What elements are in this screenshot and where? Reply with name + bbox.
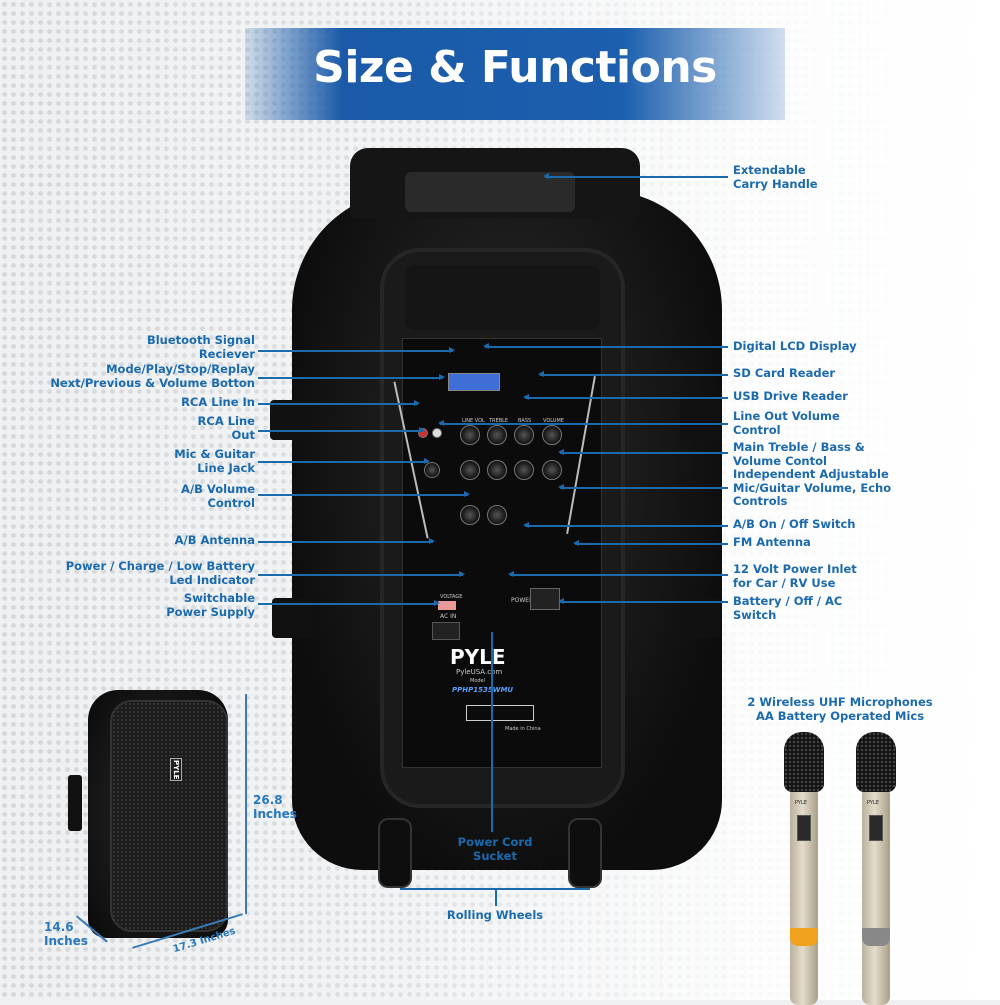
knob-treble: [487, 425, 507, 445]
label-sd-card: SD Card Reader: [733, 366, 836, 380]
voltage-label: VOLTAGE: [440, 594, 463, 600]
pointer-line: [538, 371, 728, 377]
pointer-line: [258, 458, 430, 464]
ac-in-label: AC IN: [440, 613, 457, 620]
mini-speaker-handle: [68, 775, 82, 831]
knob-label: BASS: [518, 418, 532, 424]
handle-grip: [405, 172, 575, 212]
power-switch: [530, 588, 560, 610]
label-ab-antenna: A/B Antenna: [174, 533, 255, 547]
rca-jack-white: [432, 428, 442, 438]
warning-label: [466, 705, 534, 721]
knob-label: LINE VOL: [462, 418, 485, 424]
label-lcd: Digital LCD Display: [733, 339, 857, 353]
lcd-display: [448, 373, 500, 391]
voltage-switch: [438, 601, 456, 610]
microphone-1-cap: [790, 928, 818, 946]
title-banner: [245, 28, 785, 120]
pointer-line: [438, 420, 728, 426]
made-in: Made in China: [505, 726, 541, 732]
pointer-line: [508, 571, 728, 577]
pointer-line: [523, 522, 728, 528]
knob-line-vol: [460, 425, 480, 445]
knob-b-vol: [487, 505, 507, 525]
knob-rev: [542, 460, 562, 480]
pointer-line: [258, 374, 445, 380]
knob-mic-vol: [460, 460, 480, 480]
microphone-2-brand: PYLE: [867, 800, 879, 806]
control-panel: [402, 338, 602, 768]
pointer-line: [258, 400, 420, 406]
label-ab-switch: A/B On / Off Switch: [733, 517, 856, 531]
label-usb: USB Drive Reader: [733, 389, 848, 403]
microphone-1-display: [797, 815, 811, 841]
page-title: Size & Functions: [313, 42, 717, 93]
mini-speaker-grille: [110, 700, 228, 932]
pointer-line: [258, 347, 455, 353]
pointer-line: [258, 538, 435, 544]
label-treble-bass: Main Treble / Bass &Volume Contol: [733, 440, 865, 468]
microphone-2-head: [856, 732, 896, 792]
pointer-line: [573, 540, 728, 546]
knob-echo-2: [514, 460, 534, 480]
knob-bass: [514, 425, 534, 445]
knob-echo: [487, 460, 507, 480]
knob-label: TREBLE: [489, 418, 509, 424]
pointer-line: [258, 571, 465, 577]
pointer-line: [523, 394, 728, 400]
label-rca-in: RCA Line In: [181, 395, 255, 409]
pointer-line: [258, 427, 425, 433]
side-bracket-right: [680, 598, 720, 638]
brand-logo: PYLE: [450, 645, 506, 669]
height-dimension-line: [245, 694, 247, 914]
ac-inlet: [432, 622, 460, 640]
model-label: Model: [470, 678, 486, 684]
power-label: POWER: [511, 597, 534, 604]
wheels-pointer: [495, 888, 497, 906]
knob-label: VOLUME: [543, 418, 564, 424]
side-handle-left: [270, 400, 310, 440]
label-fm-antenna: FM Antenna: [733, 535, 811, 549]
pointer-line: [558, 484, 728, 490]
microphone-2-display: [869, 815, 883, 841]
microphone-1-head: [784, 732, 824, 792]
pointer-line-power-cord: [491, 632, 493, 832]
side-handle-right: [680, 400, 720, 440]
side-bracket-left: [272, 598, 312, 638]
pointer-line: [258, 491, 470, 497]
microphone-1-brand: PYLE: [795, 800, 807, 806]
knob-a-vol: [460, 505, 480, 525]
website: PyleUSA.com: [456, 668, 503, 676]
pointer-line: [558, 598, 728, 604]
pointer-line: [558, 449, 728, 455]
mini-brand-logo: PYLE: [170, 758, 182, 782]
model-number: PPHP1535WMU: [452, 686, 514, 694]
label-rolling-wheels: Rolling Wheels: [446, 908, 544, 922]
microphone-2-cap: [862, 928, 890, 946]
mic-jack: [424, 462, 440, 478]
rear-vent: [405, 265, 600, 330]
pointer-line: [543, 173, 728, 179]
pointer-line: [258, 600, 440, 606]
pointer-line: [483, 343, 728, 349]
wheel-right: [568, 818, 602, 888]
wheel-left: [378, 818, 412, 888]
knob-volume: [542, 425, 562, 445]
